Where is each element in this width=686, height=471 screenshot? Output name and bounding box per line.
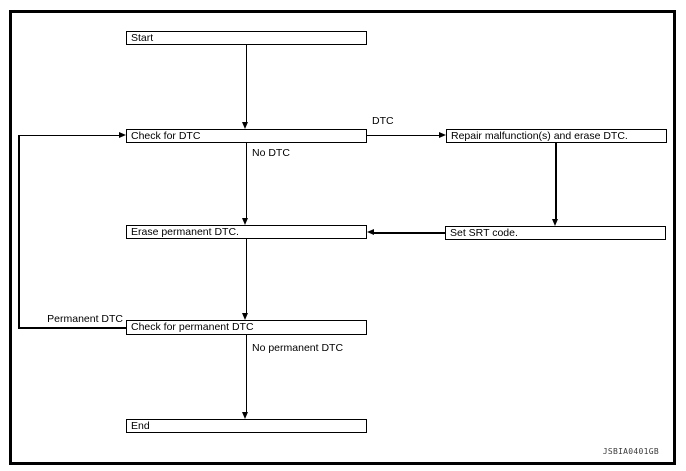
node-end: End <box>126 419 367 433</box>
node-set-srt-code: Set SRT code. <box>445 226 666 240</box>
arrowhead-right-icon <box>439 131 446 138</box>
node-erase-permanent-dtc: Erase permanent DTC. <box>126 225 367 239</box>
connector-erase-permanent-to-check-permanent <box>245 239 247 314</box>
connector-start-to-check-dtc <box>245 45 247 123</box>
connector-loop-bottom <box>18 327 126 329</box>
arrowhead-down-icon <box>242 313 248 320</box>
node-repair-malfunction: Repair malfunction(s) and erase DTC. <box>446 129 667 143</box>
node-check-dtc: Check for DTC <box>126 129 367 143</box>
figure-code: JSBIA0401GB <box>602 447 659 456</box>
connector-loop-vertical <box>18 135 20 329</box>
connector-loop-top <box>19 134 120 136</box>
edge-label-permanent-dtc: Permanent DTC <box>47 313 123 325</box>
arrowhead-down-icon <box>551 219 558 226</box>
arrowhead-down-icon <box>242 412 248 419</box>
node-start: Start <box>126 31 367 45</box>
edge-label-dtc: DTC <box>372 115 394 127</box>
arrowhead-left-icon <box>367 229 374 235</box>
arrowhead-down-icon <box>242 218 248 225</box>
arrowhead-right-icon <box>119 131 126 138</box>
connector-check-dtc-to-erase-permanent <box>245 143 247 219</box>
connector-check-permanent-to-end <box>245 335 247 412</box>
connector-repair-to-set-srt <box>555 143 557 219</box>
node-check-permanent-dtc: Check for permanent DTC <box>126 320 367 335</box>
edge-label-no-permanent-dtc: No permanent DTC <box>252 342 344 354</box>
arrowhead-down-icon <box>242 122 248 129</box>
connector-set-srt-to-erase-permanent <box>373 232 445 234</box>
connector-check-dtc-to-repair <box>367 134 440 136</box>
edge-label-no-dtc: No DTC <box>252 147 290 159</box>
